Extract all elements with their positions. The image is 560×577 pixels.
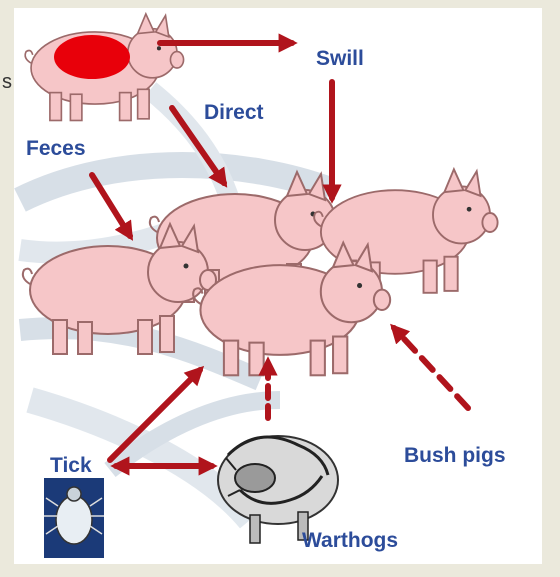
- direct-label: Direct: [204, 102, 264, 123]
- infected-spot: [54, 35, 130, 79]
- warthogs-label: Warthogs: [302, 530, 398, 551]
- bush-pigs-label: Bush pigs: [404, 445, 506, 466]
- tick-label: Tick: [50, 455, 92, 476]
- swill-label: Swill: [316, 48, 364, 69]
- edge-letter: s: [2, 72, 12, 92]
- feces-label: Feces: [26, 138, 86, 159]
- tick-icon: [44, 478, 104, 558]
